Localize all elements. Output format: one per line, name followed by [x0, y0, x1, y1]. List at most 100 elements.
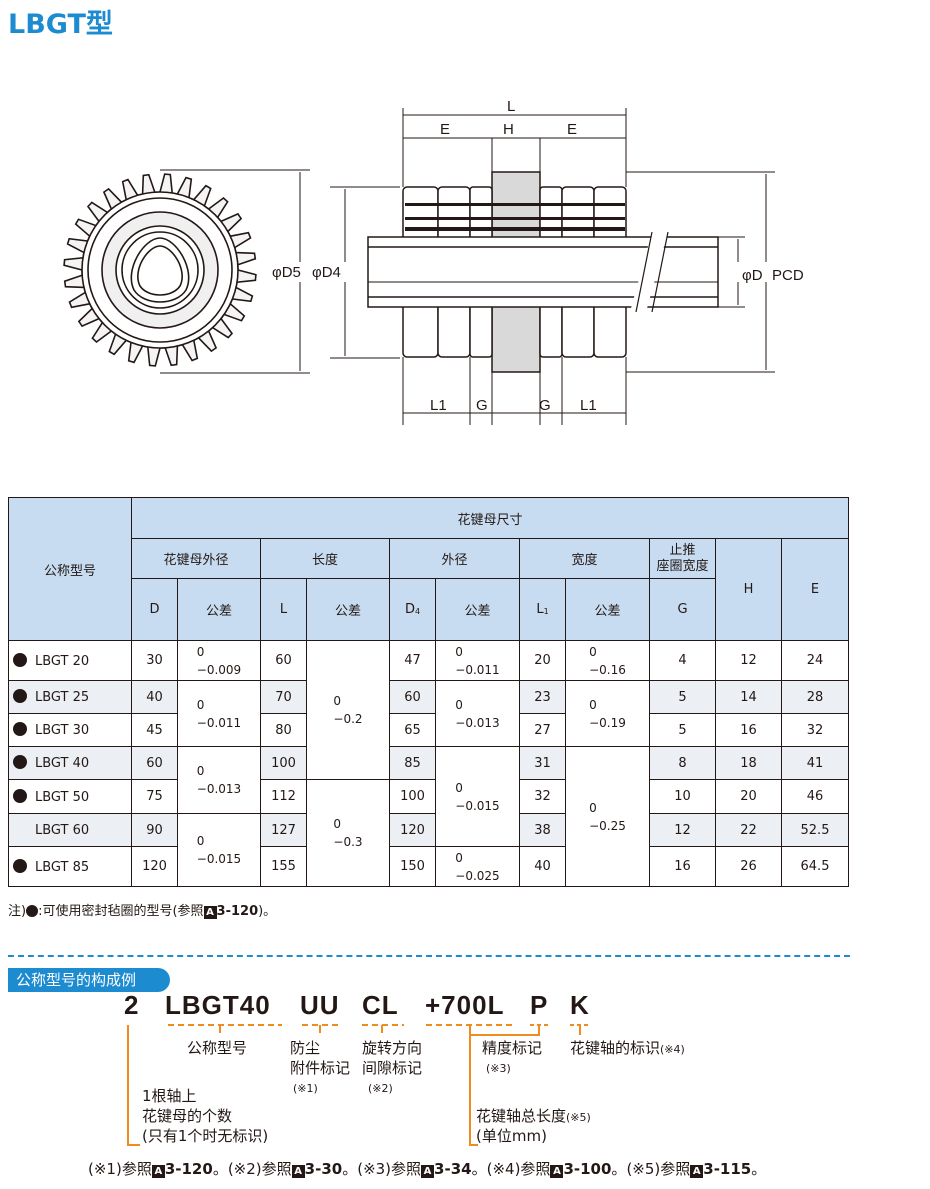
dim-g-left: G [476, 397, 488, 414]
dim-d4: φD4 [312, 264, 341, 281]
header-e: E [781, 538, 849, 641]
header-l1: L1 [519, 578, 566, 641]
label-seal-2: 附件标记 [290, 1059, 351, 1077]
dim-g-right: G [539, 397, 551, 414]
catalog-a-badge: A [421, 1165, 435, 1178]
cell-d-tol: 0−0.015 [177, 813, 261, 887]
spline-nut-side-view [367, 171, 719, 373]
cell-l1: 40 [519, 846, 566, 887]
table-row: LBGT 30 45 80 65 27 5 16 32 [8, 713, 849, 747]
code-precision: P [530, 990, 549, 1020]
model-cell: LBGT 20 [8, 640, 132, 681]
cell-l-tol: 0−0.2 [306, 640, 390, 780]
header-l1-tol: 公差 [565, 578, 650, 641]
cell-g: 5 [649, 713, 716, 747]
label-clr-ref: (※2) [368, 1082, 393, 1095]
table-row: LBGT 40 60 0−0.013 100 85 0−0.015 31 0−0… [8, 746, 849, 887]
seal-felt-dot [13, 788, 27, 803]
cell-h: 26 [715, 846, 782, 887]
catalog-a-badge: A [151, 1165, 165, 1178]
dim-h: H [503, 121, 514, 138]
front-dims [160, 169, 400, 374]
seal-felt-dot [13, 858, 27, 873]
seal-felt-dot [13, 652, 27, 667]
label-clr-2: 间隙标记 [362, 1059, 423, 1077]
cell-d4-tol: 0−0.015 [435, 746, 520, 847]
catalog-a-badge: A [690, 1165, 704, 1178]
dim-d5: φD5 [272, 264, 301, 281]
cell-g: 12 [649, 813, 716, 847]
header-d4: D4 [389, 578, 436, 641]
cell-l: 60 [260, 640, 307, 681]
cell-g: 10 [649, 779, 716, 814]
header-width: 宽度 [519, 538, 650, 579]
cell-d-tol: 0−0.009 [177, 640, 261, 681]
dim-d: φD [742, 267, 763, 284]
code-length: +700L [425, 990, 505, 1020]
cell-d: 30 [131, 640, 178, 681]
page-title: LBGT型 [8, 9, 113, 40]
cell-d4: 120 [389, 813, 436, 847]
cell-l1-tol: 0−0.16 [565, 640, 650, 681]
cell-e: 32 [781, 713, 849, 747]
cell-l1-tol: 0−0.25 [565, 746, 650, 887]
catalog-a-badge: A [550, 1165, 564, 1178]
cell-e: 24 [781, 640, 849, 681]
cell-d-tol: 0−0.011 [177, 680, 261, 747]
model-cell: LBGT 60 [8, 813, 132, 847]
cell-d: 45 [131, 713, 178, 747]
cell-l: 70 [260, 680, 307, 714]
header-ring-width: 止推 座圈宽度 [649, 538, 716, 579]
label-shaft: 花键轴的标识(※4) [570, 1039, 685, 1057]
code-clearance: CL [362, 990, 399, 1020]
header-g: G [649, 578, 716, 641]
cell-h: 16 [715, 713, 782, 747]
cell-l1-tol: 0−0.19 [565, 680, 650, 747]
label-precision: 精度标记 [482, 1039, 543, 1057]
dim-pcd: PCD [772, 267, 804, 284]
seal-felt-dot [13, 689, 27, 703]
cell-d4: 47 [389, 640, 436, 681]
label-seal-1: 防尘 [290, 1039, 321, 1057]
cell-l1: 27 [519, 713, 566, 747]
label-length-1: 花键轴总长度(※5) [476, 1107, 591, 1125]
header-d: D [131, 578, 178, 641]
cell-g: 16 [649, 846, 716, 887]
header-l-tol: 公差 [306, 578, 390, 641]
label-seal-ref: (※1) [293, 1082, 318, 1095]
cell-d4-tol: 0−0.025 [435, 846, 520, 887]
seal-felt-dot [13, 722, 27, 736]
table-row: LBGT 85 120 155 150 0−0.025 40 16 26 64.… [8, 846, 849, 887]
cell-e: 46 [781, 779, 849, 814]
seal-felt-dot [13, 755, 27, 769]
cell-d: 90 [131, 813, 178, 847]
cell-d4-tol: 0−0.013 [435, 680, 520, 747]
cell-d: 75 [131, 779, 178, 814]
model-cell: LBGT 25 [8, 680, 132, 714]
dim-e-left: E [440, 121, 450, 138]
table-row: LBGT 50 75 112 0−0.3 100 32 10 20 46 [8, 779, 849, 887]
label-qty-2: 花键母的个数 [142, 1107, 233, 1125]
label-qty-3: (只有1个时无标识) [142, 1127, 269, 1145]
ball-rows [405, 203, 625, 231]
header-flange-od: 外径 [389, 538, 520, 579]
cell-d4: 60 [389, 680, 436, 714]
cell-h: 12 [715, 640, 782, 681]
model-cell: LBGT 30 [8, 713, 132, 747]
header-l: L [260, 578, 307, 641]
table-row: LBGT 20 30 0−0.009 60 0−0.2 47 0−0.011 2… [8, 640, 849, 780]
cell-d4: 85 [389, 746, 436, 780]
cell-d4-tol: 0−0.011 [435, 640, 520, 681]
cell-d4: 65 [389, 713, 436, 747]
section-divider [8, 955, 850, 959]
cell-l1: 20 [519, 640, 566, 681]
cell-l1: 32 [519, 779, 566, 814]
cell-d: 60 [131, 746, 178, 780]
label-qty-1: 1根轴上 [142, 1087, 197, 1105]
cell-h: 14 [715, 680, 782, 714]
